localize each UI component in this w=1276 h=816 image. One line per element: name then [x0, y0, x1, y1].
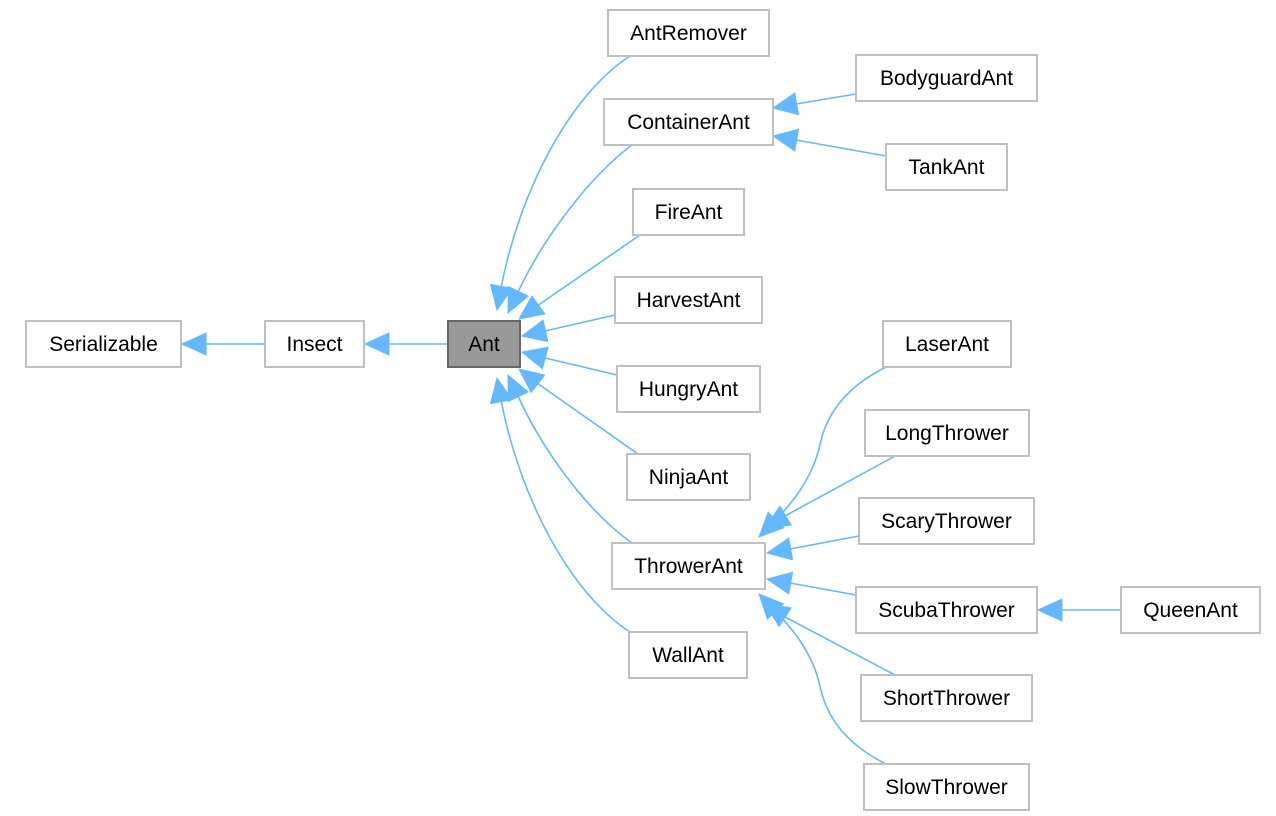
node-label-containerant: ContainerAnt: [627, 111, 750, 134]
edge-arrowhead: [518, 368, 546, 394]
edge-arrowhead: [507, 285, 530, 315]
edge-arrowhead: [1036, 598, 1063, 622]
node-label-ant: Ant: [468, 333, 500, 356]
edge-line: [536, 234, 641, 307]
nodes-layer: Serializable Insect Ant AntRemover Conta…: [25, 9, 1261, 811]
node-ant[interactable]: Ant: [447, 320, 521, 368]
edge-line: [795, 93, 857, 105]
edge-line: [536, 382, 639, 455]
edge-line: [544, 314, 616, 332]
edge-fireant-to-ant: [518, 234, 641, 320]
edge-longthrower-to-throwerant: [763, 455, 896, 529]
edge-arrowhead: [520, 346, 549, 370]
edge-arrowhead: [489, 283, 513, 312]
edge-line: [500, 55, 631, 289]
node-label-insect: Insect: [286, 333, 342, 356]
node-queenant[interactable]: QueenAnt: [1120, 586, 1261, 634]
edge-containerant-to-ant: [507, 144, 633, 315]
node-label-shortthrower: ShortThrower: [883, 687, 1010, 710]
node-bodyguardant[interactable]: BodyguardAnt: [855, 54, 1038, 102]
edge-arrowhead: [758, 593, 785, 620]
edge-line: [500, 399, 631, 633]
node-label-laserant: LaserAnt: [905, 333, 989, 356]
edge-hungryant-to-ant: [520, 346, 618, 376]
edge-line: [517, 144, 633, 293]
node-label-hungryant: HungryAnt: [639, 378, 738, 401]
node-shortthrower[interactable]: ShortThrower: [860, 674, 1033, 722]
edge-arrowhead: [771, 128, 800, 152]
edge-ninjaant-to-ant: [518, 368, 639, 455]
edge-arrowhead: [180, 332, 207, 356]
edge-line: [774, 610, 887, 765]
edge-arrowhead: [363, 332, 390, 356]
edge-slowthrower-to-throwerant: [758, 593, 887, 765]
edge-line: [789, 582, 857, 596]
edge-bodyguardant-to-containerant: [771, 92, 857, 116]
edge-arrowhead: [518, 295, 546, 320]
edge-harvestant-to-ant: [520, 314, 616, 343]
edge-ant-to-insect: [363, 332, 448, 356]
edge-antremover-to-ant: [489, 55, 631, 312]
node-harvestant[interactable]: HarvestAnt: [614, 276, 763, 324]
node-antremover[interactable]: AntRemover: [607, 9, 770, 57]
edge-arrowhead: [763, 505, 793, 529]
node-serializable[interactable]: Serializable: [25, 320, 182, 368]
node-tankant[interactable]: TankAnt: [885, 143, 1008, 191]
node-label-tankant: TankAnt: [909, 156, 985, 179]
edge-line: [784, 616, 896, 676]
edge-arrowhead: [520, 319, 549, 343]
node-slowthrower[interactable]: SlowThrower: [863, 763, 1030, 811]
edge-line: [774, 366, 887, 522]
node-label-slowthrower: SlowThrower: [885, 776, 1008, 799]
node-label-fireant: FireAnt: [655, 201, 723, 224]
edge-throwerant-to-ant: [507, 373, 633, 544]
edge-queenant-to-scubathrower: [1036, 598, 1121, 622]
node-label-harvestant: HarvestAnt: [637, 289, 741, 312]
edge-line: [784, 455, 896, 517]
node-laserant[interactable]: LaserAnt: [882, 320, 1012, 368]
edge-scubathrower-to-throwerant: [765, 571, 857, 596]
edges-layer: [180, 55, 1121, 765]
node-scarythrower[interactable]: ScaryThrower: [858, 497, 1035, 545]
node-label-antremover: AntRemover: [630, 22, 747, 45]
edge-arrowhead: [765, 571, 794, 595]
node-insect[interactable]: Insect: [264, 320, 365, 368]
edge-insect-to-serializable: [180, 332, 265, 356]
edge-scarythrower-to-throwerant: [765, 535, 860, 561]
edge-arrowhead: [771, 92, 800, 116]
node-containerant[interactable]: ContainerAnt: [603, 98, 774, 146]
node-wallant[interactable]: WallAnt: [628, 631, 748, 679]
node-label-wallant: WallAnt: [652, 644, 724, 667]
node-label-throwerant: ThrowerAnt: [634, 555, 743, 578]
node-fireant[interactable]: FireAnt: [632, 188, 745, 236]
node-label-queenant: QueenAnt: [1143, 599, 1238, 622]
edge-arrowhead: [489, 376, 513, 405]
edge-line: [789, 535, 860, 550]
node-throwerant[interactable]: ThrowerAnt: [611, 542, 766, 590]
edge-line: [544, 357, 618, 376]
edge-wallant-to-ant: [489, 376, 631, 633]
edge-arrowhead: [507, 373, 530, 403]
node-scubathrower[interactable]: ScubaThrower: [855, 586, 1038, 634]
node-ninjaant[interactable]: NinjaAnt: [626, 453, 751, 501]
node-label-ninjaant: NinjaAnt: [649, 466, 729, 489]
node-longthrower[interactable]: LongThrower: [864, 409, 1030, 457]
node-label-longthrower: LongThrower: [885, 422, 1009, 445]
node-label-scubathrower: ScubaThrower: [878, 599, 1015, 622]
edge-line: [795, 139, 887, 157]
edge-arrowhead: [765, 537, 794, 561]
edge-line: [517, 395, 633, 544]
node-label-scarythrower: ScaryThrower: [881, 510, 1012, 533]
node-hungryant[interactable]: HungryAnt: [616, 365, 761, 413]
edge-tankant-to-containerant: [771, 128, 887, 157]
node-label-bodyguardant: BodyguardAnt: [880, 67, 1013, 90]
node-label-serializable: Serializable: [49, 333, 158, 356]
